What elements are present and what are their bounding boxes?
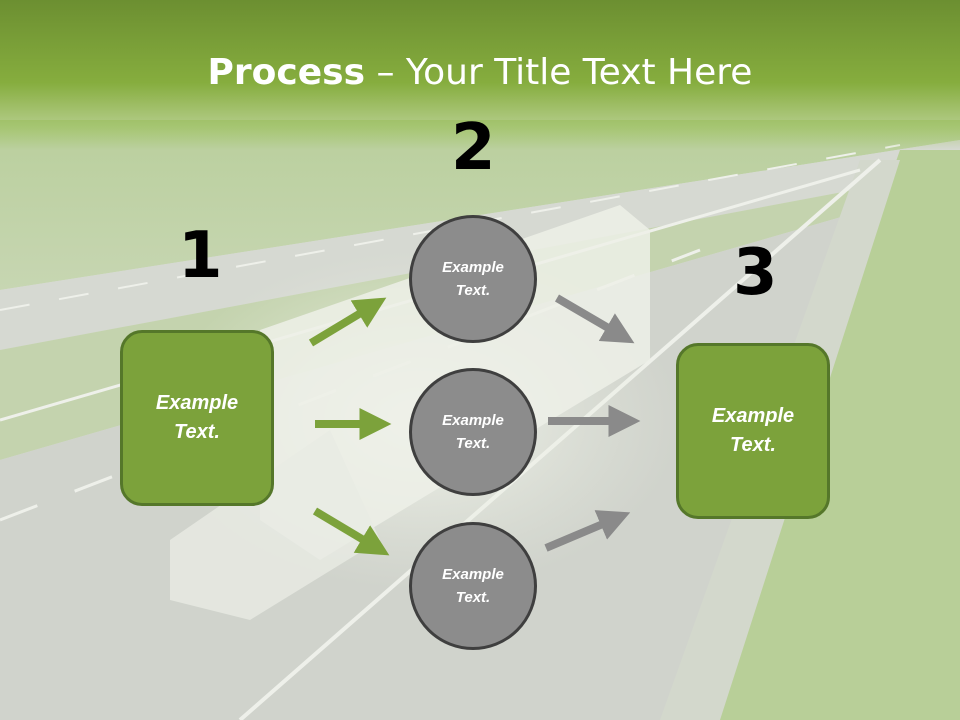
- arrow-gray-up: [544, 510, 631, 552]
- step-1-box: Example Text.: [120, 330, 274, 506]
- arrow-green-down: [312, 507, 390, 556]
- circle-bottom-text: Example Text.: [442, 566, 504, 606]
- step-number-3: 3: [733, 236, 778, 310]
- slide-title: Process – Your Title Text Here: [0, 52, 960, 93]
- circle-top: Example Text.: [409, 215, 537, 343]
- step-number-2: 2: [451, 111, 496, 185]
- step-1-text: Example Text.: [155, 392, 239, 443]
- title-bold: Process: [207, 52, 366, 93]
- arrow-green-up: [308, 297, 387, 347]
- circle-top-text: Example Text.: [442, 259, 504, 299]
- title-rest: – Your Title Text Here: [365, 52, 753, 93]
- title-banner: [0, 0, 960, 150]
- step-number-1: 1: [178, 219, 223, 293]
- circle-middle-text: Example Text.: [442, 412, 504, 452]
- circle-bottom: Example Text.: [409, 522, 537, 650]
- arrow-gray-down: [554, 294, 635, 344]
- circle-middle: Example Text.: [409, 368, 537, 496]
- step-3-text: Example Text.: [711, 405, 795, 456]
- step-3-box: Example Text.: [676, 343, 830, 519]
